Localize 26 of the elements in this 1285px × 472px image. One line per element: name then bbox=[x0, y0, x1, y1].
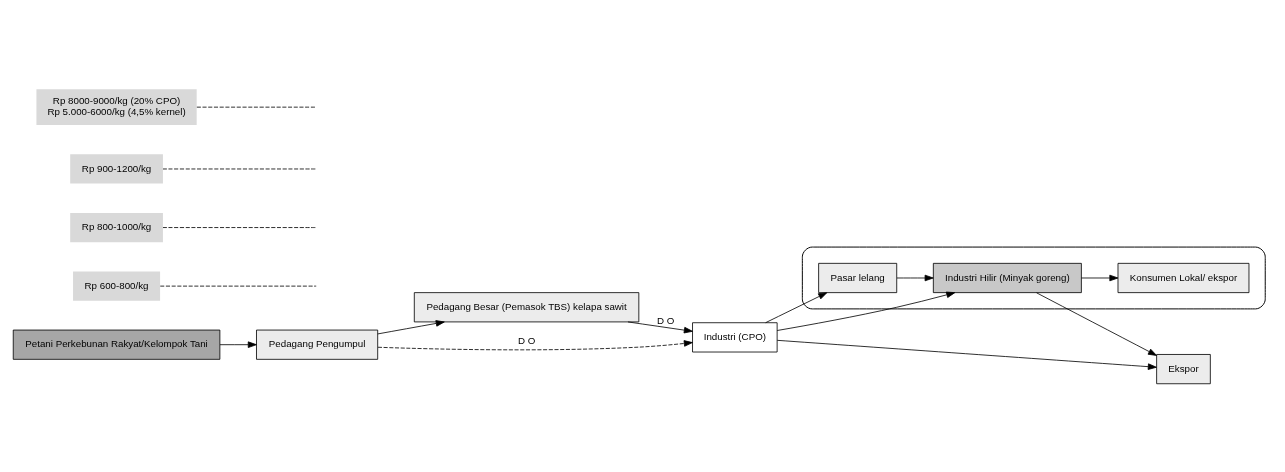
arrow bbox=[896, 274, 934, 281]
edge-label: D O bbox=[517, 334, 536, 346]
arrow bbox=[377, 339, 693, 350]
node-box: Rp 900-1200/kg bbox=[70, 153, 163, 184]
connector bbox=[162, 226, 317, 228]
node-box: Pedagang Pengumpul bbox=[256, 329, 379, 360]
node-box: Konsumen Lokal/ ekspor bbox=[1117, 262, 1250, 293]
cluster bbox=[801, 246, 1266, 309]
node-box: Petani Perkebunan Rakyat/Kelompok Tani bbox=[12, 329, 221, 360]
arrow bbox=[219, 340, 257, 348]
node-box: Rp 600-800/kg bbox=[73, 271, 161, 301]
arrow bbox=[776, 291, 956, 331]
node-box: Industri Hilir (Minyak goreng) bbox=[932, 262, 1082, 293]
arrow bbox=[1036, 291, 1157, 356]
node-box: Industri (CPO) bbox=[692, 321, 778, 352]
arrow bbox=[765, 291, 828, 323]
node-box: Pasar lelang bbox=[818, 262, 898, 293]
node-box: Ekspor bbox=[1156, 353, 1211, 384]
edge-label: D O bbox=[657, 314, 675, 326]
node-box: Pedagang Besar (Pemasok TBS) kelapa sawit bbox=[413, 291, 640, 322]
arrow bbox=[627, 321, 693, 333]
node-box: Rp 800-1000/kg bbox=[70, 212, 163, 242]
node-box: Rp 8000-9000/kg (20% CPO) Rp 5.000-6000/kg (4,5% kernel) bbox=[36, 88, 197, 125]
arrow bbox=[1081, 274, 1119, 281]
arrow bbox=[776, 339, 1157, 370]
arrow bbox=[377, 319, 445, 334]
